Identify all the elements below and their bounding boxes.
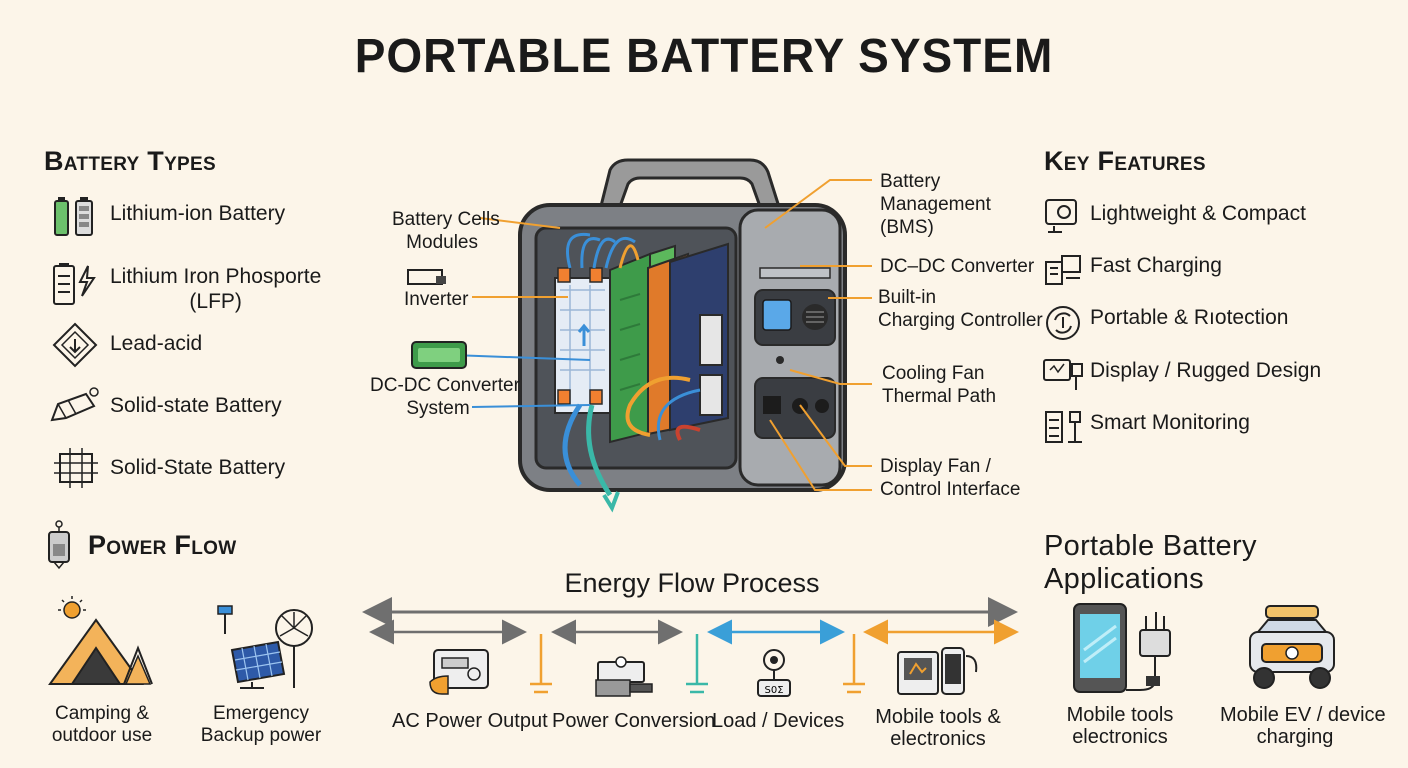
callout-cooling-line2: Thermal Path xyxy=(882,386,997,407)
callout-battery-cells-line1: Battery Cells xyxy=(392,209,500,230)
lfp-battery-icon xyxy=(53,263,96,305)
callout-cooling-line1: Cooling Fan xyxy=(882,363,985,384)
solar-wind-icon xyxy=(217,605,313,689)
dcdc-module-icon xyxy=(411,341,467,369)
mobile-tools-line1: Mobile tools & xyxy=(875,706,1001,728)
phone-charger-icon xyxy=(1073,603,1171,693)
emergency-line1: Emergency xyxy=(212,703,310,724)
lead-acid-icon xyxy=(52,322,98,368)
battery-cells-icon xyxy=(54,197,93,236)
feature-display: Display / Rugged Design xyxy=(1090,359,1322,382)
app-mobile-line1: Mobile tools xyxy=(1066,704,1174,726)
power-flow-emergency: Emergency Backup power xyxy=(198,703,324,747)
callout-dcdc: DC–DC Converter xyxy=(880,256,1035,277)
callout-bms: Battery Management (BMS) xyxy=(880,170,991,239)
callout-display-line1: Display Fan / xyxy=(880,456,991,477)
compact-icon xyxy=(1045,199,1077,233)
power-flow-battery-icon xyxy=(48,520,70,570)
callout-charging-line2: Charging Controller xyxy=(878,310,1043,331)
callout-bms-line3: (BMS) xyxy=(880,217,934,238)
power-flow-heading: Power Flow xyxy=(88,530,237,560)
camping-line2: outdoor use xyxy=(51,725,153,746)
application-mobile-tools: Mobile tools electronics xyxy=(1060,704,1180,748)
portable-battery-illustration xyxy=(518,158,847,513)
callout-dcdc-system-line1: DC-DC Converter xyxy=(370,375,520,396)
lfp-label-line2: (LFP) xyxy=(189,290,242,313)
protection-icon xyxy=(1046,306,1080,340)
callout-inverter: Inverter xyxy=(404,289,469,310)
battery-type-solid-state: Solid-state Battery xyxy=(110,394,282,417)
callout-charging-line1: Built-in xyxy=(878,287,937,308)
feature-lightweight: Lightweight & Compact xyxy=(1090,202,1306,225)
monitoring-icon xyxy=(1045,411,1082,443)
battery-type-lead-acid: Lead-acid xyxy=(110,332,203,355)
callout-dcdc-system-line2: System xyxy=(406,398,470,419)
display-icon xyxy=(1043,359,1083,390)
inverter-icon xyxy=(407,269,446,285)
energy-step-ac-output: AC Power Output xyxy=(392,710,548,732)
energy-step-power-conversion: Power Conversion xyxy=(552,710,716,732)
callout-cooling-fan: Cooling Fan Thermal Path xyxy=(882,362,996,408)
battery-types-heading: Battery Types xyxy=(44,146,216,176)
app-ev-line1: Mobile EV / device xyxy=(1220,704,1386,726)
conversion-icon xyxy=(595,656,653,697)
battery-type-solid-state-2: Solid-State Battery xyxy=(110,456,286,479)
mobile-tools-icon xyxy=(897,647,978,695)
load-icon: S0Σ xyxy=(757,649,791,697)
callout-battery-cells: Battery Cells Modules xyxy=(392,208,500,254)
application-ev-charging: Mobile EV / device charging xyxy=(1220,704,1386,748)
app-mobile-line2: electronics xyxy=(1072,726,1168,748)
energy-flow-heading: Energy Flow Process xyxy=(564,568,820,598)
lfp-label-line1: Lithium Iron Phosporte xyxy=(110,265,322,288)
emergency-line2: Backup power xyxy=(200,725,322,746)
battery-type-lfp: Lithium Iron Phosporte (LFP) xyxy=(110,264,321,314)
camping-line1: Camping & xyxy=(55,703,149,724)
callout-battery-cells-line2: Modules xyxy=(406,232,478,253)
fast-charging-icon xyxy=(1045,255,1081,285)
callout-charging-controller: Built-in Charging Controller xyxy=(878,286,1043,332)
callout-bms-line2: Management xyxy=(880,194,991,215)
callout-bms-line1: Battery xyxy=(880,171,941,192)
feature-fast-charging: Fast Charging xyxy=(1090,254,1222,277)
callout-dcdc-system: DC-DC Converter System xyxy=(370,374,520,420)
solid-state-icon xyxy=(50,387,99,422)
page-title: PORTABLE BATTERY SYSTEM xyxy=(354,27,1054,83)
feature-protection: Portable & Rıotection xyxy=(1090,306,1289,329)
callout-display-interface: Display Fan / Control Interface xyxy=(880,455,1020,501)
power-flow-camping: Camping & outdoor use xyxy=(42,703,162,747)
key-features-heading: Key Features xyxy=(1044,146,1206,176)
energy-step-mobile-tools: Mobile tools & electronics xyxy=(870,706,1006,750)
grid-cell-icon xyxy=(54,448,98,488)
feature-smart-monitoring: Smart Monitoring xyxy=(1090,411,1250,434)
battery-type-lithium-ion: Lithium-ion Battery xyxy=(110,202,286,225)
mobile-tools-line2: electronics xyxy=(890,728,986,750)
app-ev-line2: charging xyxy=(1256,726,1334,748)
energy-step-load-devices: Load / Devices xyxy=(712,710,845,732)
camping-tent-icon xyxy=(48,596,153,685)
applications-heading: Portable Battery Applications xyxy=(1044,530,1257,595)
ac-output-icon xyxy=(429,649,489,695)
callout-display-line2: Control Interface xyxy=(880,479,1021,500)
svg-text:S0Σ: S0Σ xyxy=(764,685,783,696)
ev-car-icon xyxy=(1249,605,1335,689)
